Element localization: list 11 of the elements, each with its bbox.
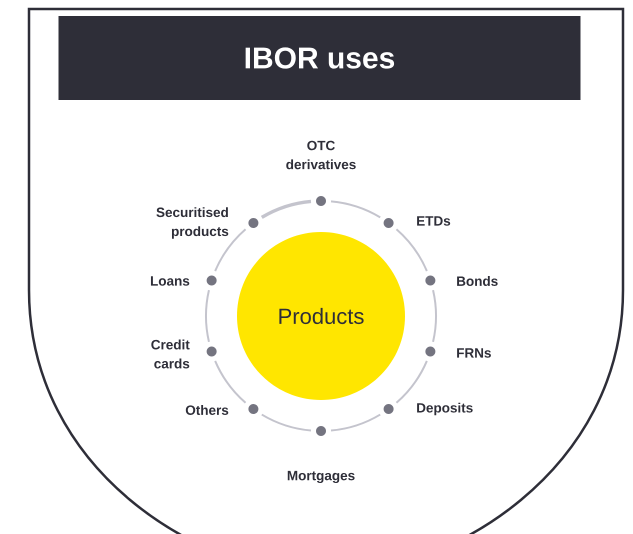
product-label: Others (186, 405, 228, 415)
product-label: Bonds (457, 276, 498, 286)
product-label: ETDs (417, 216, 450, 226)
product-label: OTC derivatives (286, 140, 356, 170)
product-label: Securitised products (156, 207, 228, 239)
product-label: FRNs (457, 348, 491, 358)
product-label: Loans (150, 276, 190, 286)
title-band: IBOR uses (58, 16, 580, 100)
product-label: Mortgages (288, 470, 355, 484)
product-label: Credit cards (151, 340, 190, 368)
product-label: Deposits (417, 402, 473, 416)
